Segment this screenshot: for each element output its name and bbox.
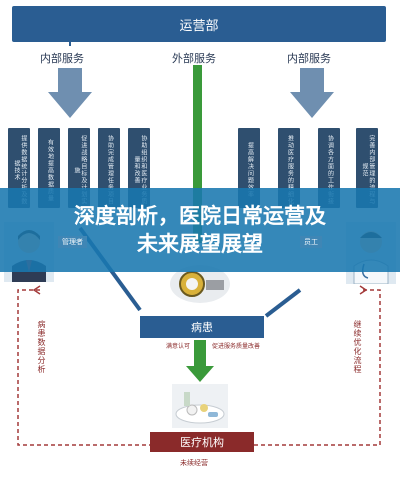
banner-title-line-2: 未来展望展望 — [137, 232, 263, 256]
operations-dept-bar: 运营部 — [12, 6, 386, 42]
external-service-label: 外部服务 — [172, 52, 216, 65]
satisfaction-note: 满意认可 — [166, 343, 191, 350]
quality-note: 促进服务质量改善 — [212, 343, 261, 350]
staff-sign: 员工 — [300, 236, 322, 248]
title-banner — [0, 188, 400, 272]
banner-title-line-1: 深度剖析，医院日常运营及 — [74, 204, 326, 228]
manager-sign: 管理者 — [58, 236, 87, 248]
medicine-image — [172, 384, 228, 428]
patient-label: 病患 — [191, 321, 213, 334]
continue-optimize-label: 继续优化流程 — [353, 320, 362, 374]
left-down-arrow — [48, 68, 92, 118]
medical-institution-label: 医疗机构 — [180, 436, 224, 449]
internal-service-right-label: 内部服务 — [287, 52, 331, 65]
medical-institution-bar: 医疗机构 — [150, 432, 254, 452]
medical-equipment-image — [170, 265, 230, 303]
patient-data-analysis-label: 病患数据分析 — [37, 320, 46, 374]
patient-bar: 病患 — [140, 316, 264, 338]
internal-service-left-label: 内部服务 — [40, 52, 84, 65]
sustainable-operation-note: 未续经营 — [180, 459, 208, 467]
right-down-arrow — [290, 68, 334, 118]
operations-dept-label: 运营部 — [179, 18, 219, 34]
